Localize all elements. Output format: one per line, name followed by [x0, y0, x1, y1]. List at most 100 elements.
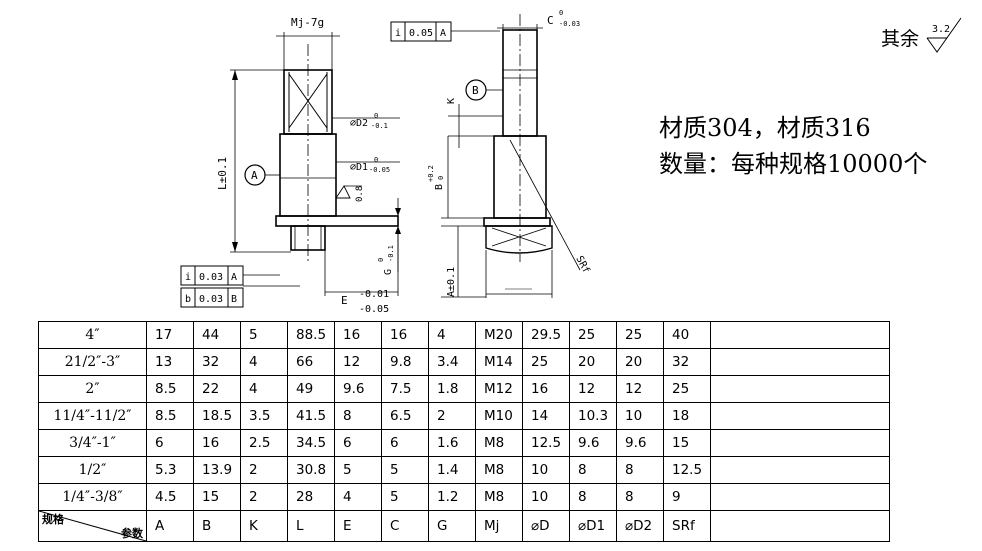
value-cell: 8	[616, 483, 664, 511]
value-cell: 4	[334, 483, 382, 511]
g-upper-tol: 0	[377, 258, 385, 262]
blank-cell	[710, 429, 890, 457]
value-cell: 34.5	[287, 429, 335, 457]
value-cell: 1.4	[428, 456, 476, 484]
svg-text:B: B	[231, 294, 237, 305]
param-header-cell: A	[146, 510, 194, 542]
face-roughness-label: 0.8	[355, 186, 365, 202]
value-cell: 18	[663, 402, 711, 430]
value-cell: 2	[240, 456, 288, 484]
svg-text:A: A	[231, 272, 237, 283]
value-cell: M12	[475, 375, 523, 403]
value-cell: 5	[381, 456, 429, 484]
value-cell: 5	[334, 456, 382, 484]
value-cell: 4	[240, 348, 288, 376]
value-cell: 29.5	[522, 321, 570, 349]
value-cell: 14	[522, 402, 570, 430]
value-cell: 9.6	[569, 429, 617, 457]
value-cell: 9.6	[334, 375, 382, 403]
value-cell: 8.5	[146, 402, 194, 430]
value-cell: 25	[522, 348, 570, 376]
value-cell: M14	[475, 348, 523, 376]
value-cell: 28	[287, 483, 335, 511]
param-header-cell: E	[334, 510, 382, 542]
value-cell: 6	[381, 429, 429, 457]
engineering-drawing: Mj-7g L±0.1 A ⌀D2 0 -0.1 ⌀D1 0 -0.05 0.8…	[180, 9, 962, 315]
blank-cell	[710, 375, 890, 403]
value-cell: 4	[428, 321, 476, 349]
d1-upper-tol: 0	[374, 156, 378, 164]
value-cell: 12.5	[663, 456, 711, 484]
fcf-side: i 0.05 A	[390, 21, 500, 42]
value-cell: 8	[569, 483, 617, 511]
param-header-cell: B	[193, 510, 241, 542]
value-cell: 1.6	[428, 429, 476, 457]
svg-text:0.03: 0.03	[199, 272, 223, 283]
value-cell: 13.9	[193, 456, 241, 484]
e-dimension-label: E	[341, 294, 348, 307]
svg-text:A: A	[440, 28, 446, 39]
value-cell: 6	[146, 429, 194, 457]
value-cell: 6	[334, 429, 382, 457]
value-cell: 7.5	[381, 375, 429, 403]
value-cell: 15	[193, 483, 241, 511]
value-cell: 44	[193, 321, 241, 349]
value-cell: 6.5	[381, 402, 429, 430]
value-cell: M8	[475, 483, 523, 511]
value-cell: 49	[287, 375, 335, 403]
roughness-note-label: 其余	[881, 28, 920, 50]
value-cell: 22	[193, 375, 241, 403]
value-cell: 3.4	[428, 348, 476, 376]
a-dimension-label: A±0.1	[446, 267, 457, 297]
d2-upper-tol: 0	[374, 112, 378, 120]
blank-cell	[710, 402, 890, 430]
quantity-note: 数量：每种规格10000个	[659, 150, 928, 178]
roughness-symbol: 3.2	[926, 17, 962, 53]
value-cell: 12	[334, 348, 382, 376]
value-cell: 66	[287, 348, 335, 376]
value-cell: 1.8	[428, 375, 476, 403]
value-cell: 16	[334, 321, 382, 349]
size-cell: 1/2″	[38, 456, 147, 484]
param-header-row: 规格 参数 A B K L E C G Mj ⌀D ⌀D1 ⌀D2 SRf	[38, 510, 890, 542]
value-cell: 10	[522, 456, 570, 484]
corner-label-spec: 规格	[42, 513, 64, 526]
param-header-cell: ⌀D2	[616, 510, 664, 542]
value-cell: 9.6	[616, 429, 664, 457]
value-cell: 10	[522, 483, 570, 511]
value-cell: 5.3	[146, 456, 194, 484]
value-cell: 25	[569, 321, 617, 349]
blank-cell	[710, 456, 890, 484]
param-header-cell: ⌀D1	[569, 510, 617, 542]
e-upper-tol: -0.01	[359, 289, 389, 300]
value-cell: 25	[616, 321, 664, 349]
value-cell: 8	[334, 402, 382, 430]
g-dimension-label: G	[383, 269, 394, 275]
value-cell: 2	[240, 483, 288, 511]
value-cell: 2	[428, 402, 476, 430]
blank-cell	[710, 321, 890, 349]
b-dimension-label: B	[434, 184, 445, 190]
value-cell: 30.8	[287, 456, 335, 484]
svg-text:b: b	[185, 294, 191, 305]
value-cell: M10	[475, 402, 523, 430]
size-cell: 2″	[38, 375, 147, 403]
value-cell: 20	[616, 348, 664, 376]
fcf-2: b 0.03 B	[180, 285, 300, 308]
srf-dimension-label: SRf	[573, 254, 591, 275]
value-cell: 5	[381, 483, 429, 511]
d1-lower-tol: -0.05	[369, 166, 390, 174]
d1-dimension-label: ⌀D1	[350, 162, 368, 173]
front-view: Mj-7g L±0.1 A ⌀D2 0 -0.1 ⌀D1 0 -0.05 0.8…	[180, 16, 401, 315]
value-cell: 8	[569, 456, 617, 484]
param-header-cell: SRf	[663, 510, 711, 542]
value-cell: 88.5	[287, 321, 335, 349]
datum-a-label: A	[251, 169, 258, 182]
value-cell: 8	[616, 456, 664, 484]
d2-lower-tol: -0.1	[371, 122, 388, 130]
value-cell: 16	[193, 429, 241, 457]
value-cell: 8.5	[146, 375, 194, 403]
